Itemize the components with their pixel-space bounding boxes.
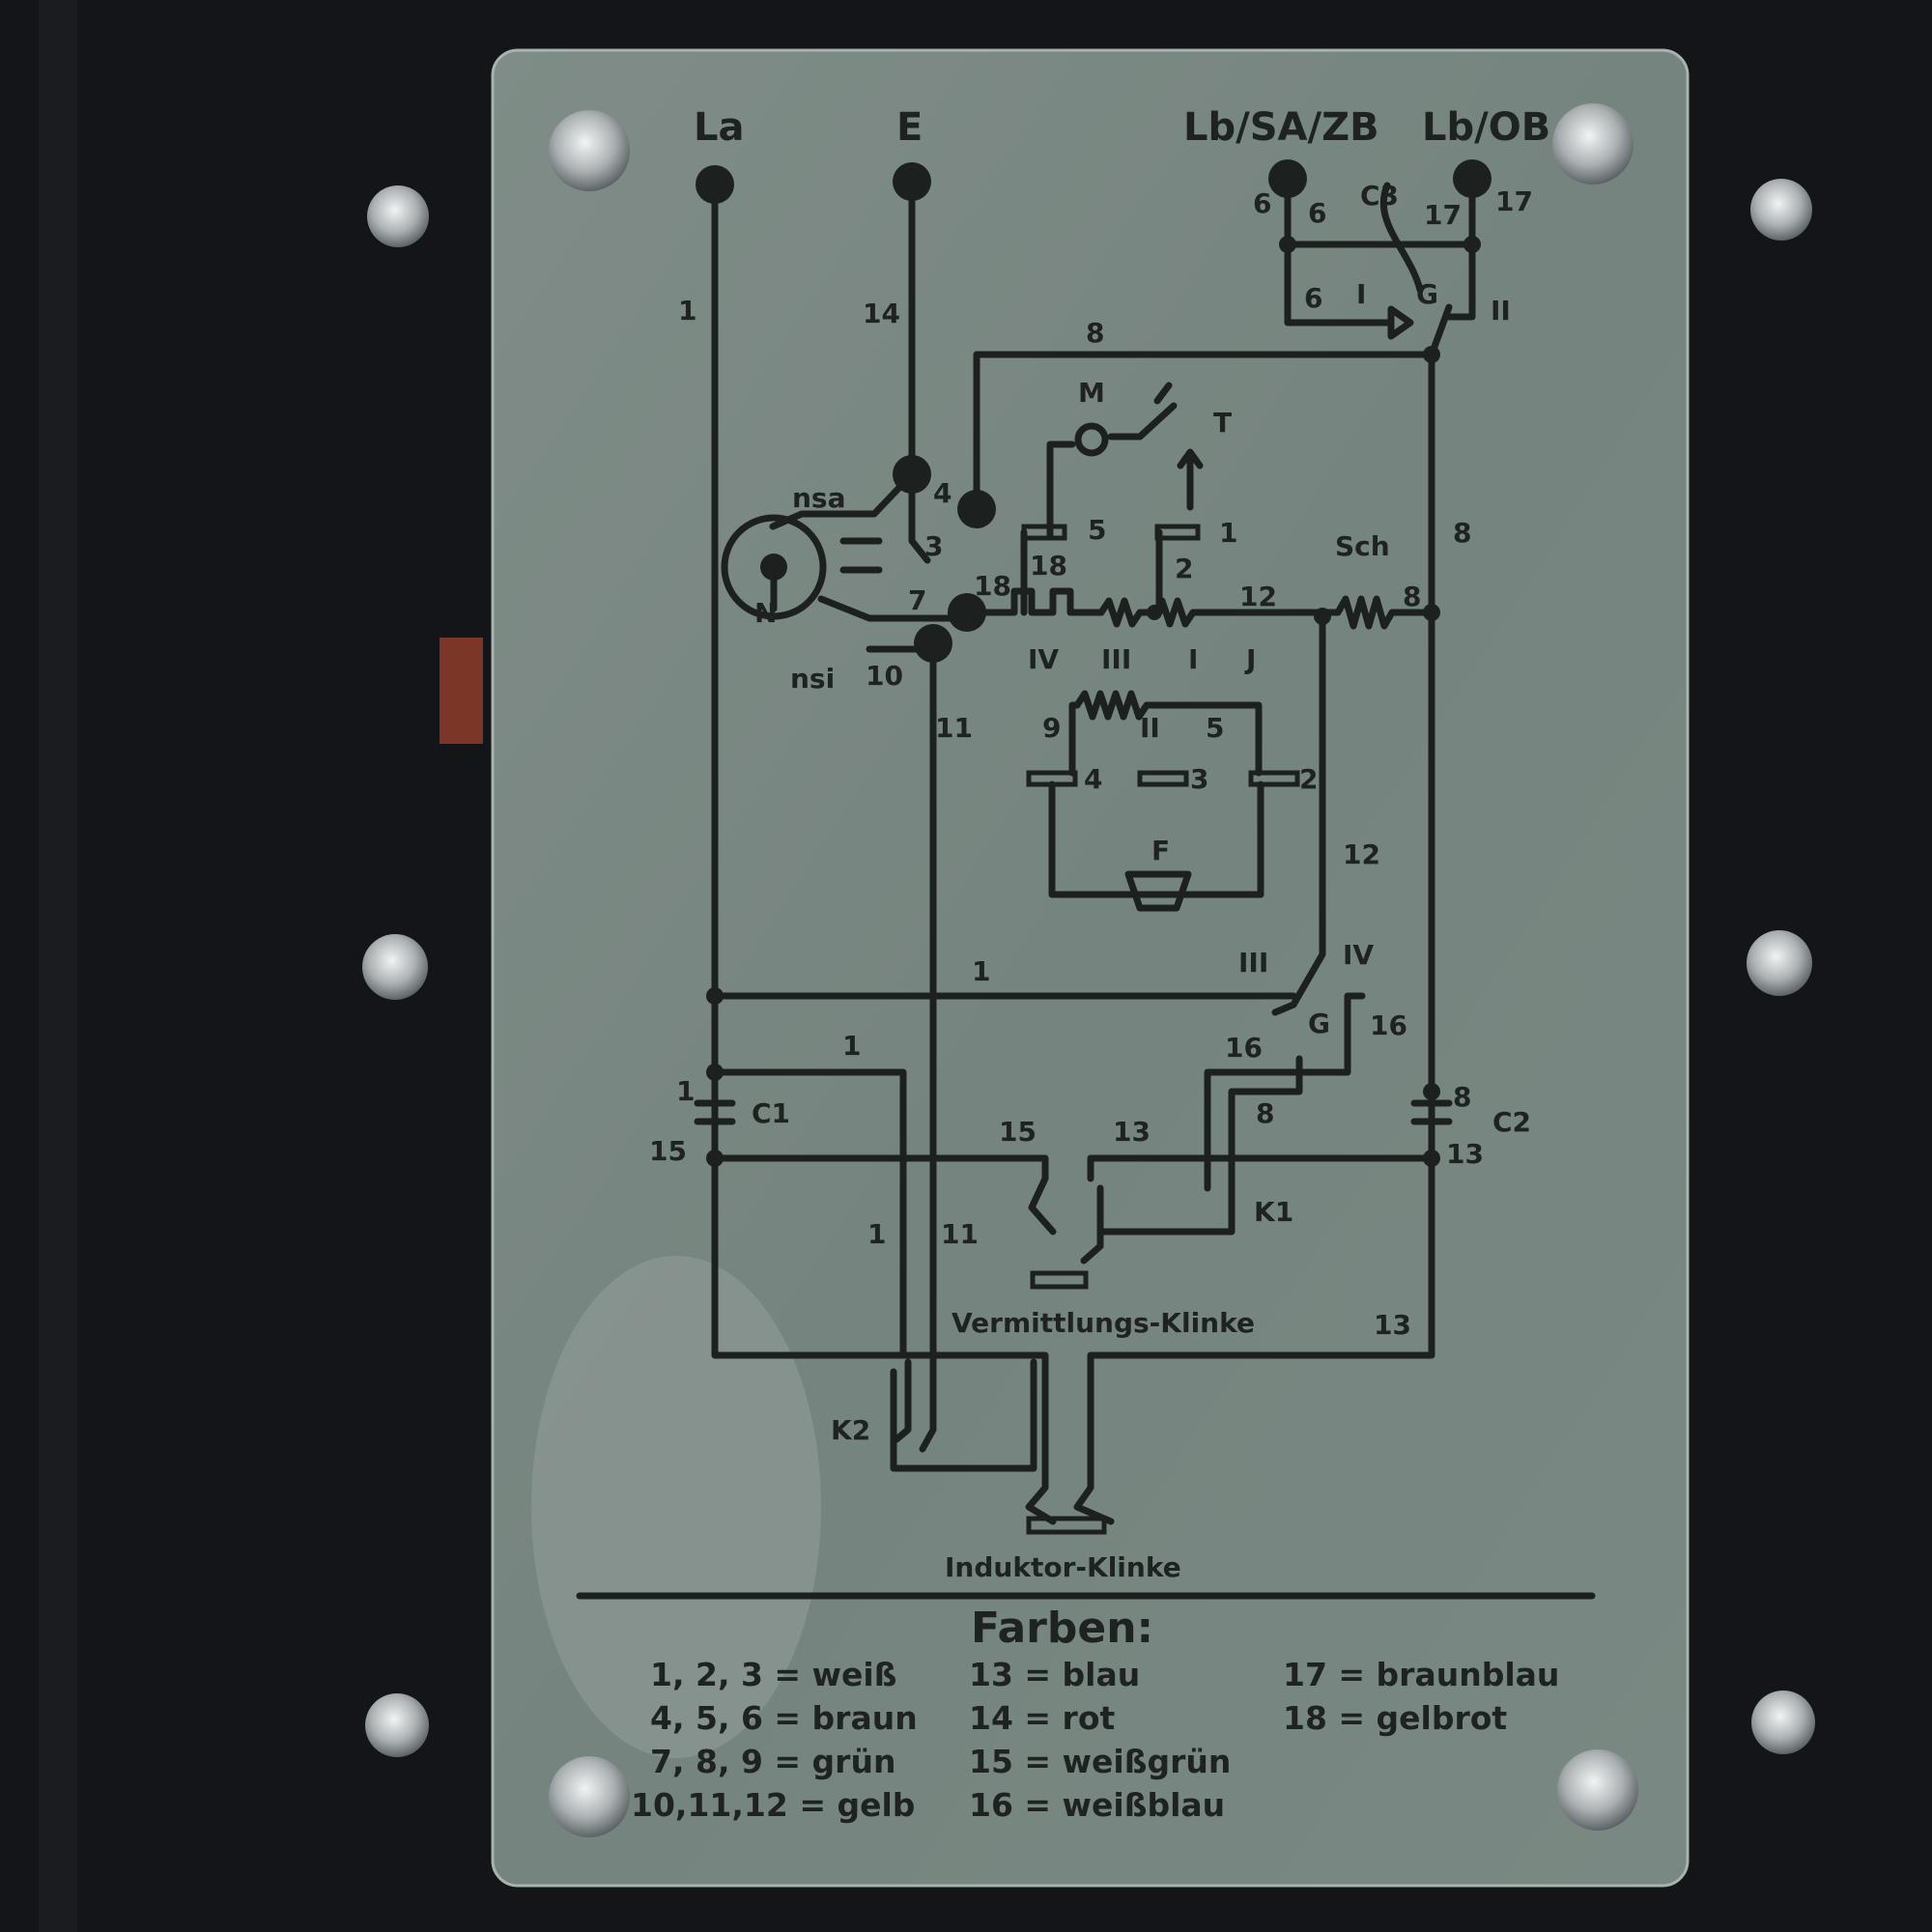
housing-rivets: [362, 179, 1815, 1757]
label: 17: [1424, 199, 1462, 231]
label-induktor-klinke: Induktor-Klinke: [945, 1551, 1181, 1583]
label: nsa: [792, 482, 846, 514]
label: 8: [1453, 517, 1471, 549]
terminal-screws: [696, 159, 1492, 1167]
color-legend: Farben: 1, 2, 3 = weiß 4, 5, 6 = braun 7…: [631, 1604, 1559, 1824]
label: 8: [1453, 1081, 1471, 1113]
legend-entry: 15 = weißgrün: [969, 1743, 1231, 1780]
label: 2: [1299, 763, 1318, 795]
label: 1: [972, 955, 990, 987]
label: N: [754, 597, 777, 629]
label-c2: C2: [1492, 1106, 1531, 1138]
label: II: [1140, 712, 1160, 744]
label: G: [1416, 278, 1438, 310]
plate-rivets: [549, 103, 1638, 1837]
label: IV: [1028, 643, 1059, 675]
legend-entry: 18 = gelbrot: [1283, 1699, 1507, 1737]
label: 5: [1206, 712, 1224, 744]
legend-entry: 4, 5, 6 = braun: [650, 1699, 918, 1737]
legend-entry: 16 = weißblau: [969, 1786, 1225, 1824]
label: 13: [1113, 1116, 1151, 1148]
label: IV: [1343, 939, 1374, 971]
label: 8: [1256, 1097, 1274, 1129]
label: 5: [1088, 514, 1106, 546]
label: 1: [678, 295, 696, 327]
label: 17: [1495, 185, 1533, 217]
label: 3: [924, 530, 943, 562]
diagram-labels: La E Lb/SA/ZB Lb/OB 6 6 C3 17 17 6 I G I…: [649, 105, 1550, 1583]
label: 8: [1086, 317, 1104, 349]
label: 8: [1403, 581, 1421, 612]
legend-entry: 13 = blau: [969, 1656, 1140, 1693]
label: Sch: [1335, 530, 1390, 562]
label: 3: [1190, 763, 1208, 795]
label: 7: [908, 584, 926, 616]
terminal-label-e: E: [896, 105, 923, 150]
label: 15: [649, 1135, 687, 1167]
label: 6: [1304, 282, 1322, 314]
label: G: [1308, 1008, 1330, 1039]
legend-entry: 7, 8, 9 = grün: [650, 1743, 895, 1780]
label: nsi: [790, 663, 835, 695]
label: 11: [935, 712, 973, 744]
label: 16: [1370, 1009, 1407, 1041]
label: 10: [866, 660, 903, 692]
label: III: [1238, 947, 1268, 979]
legend-entry: 17 = braunblau: [1283, 1656, 1559, 1693]
label: 1: [867, 1218, 886, 1250]
label: F: [1151, 835, 1170, 867]
legend-entry: 14 = rot: [969, 1699, 1115, 1737]
label: 1: [842, 1030, 861, 1062]
label: 6: [1308, 197, 1326, 229]
metal-plate: [491, 48, 1690, 1888]
label: J: [1244, 643, 1256, 675]
label-vermittlungs-klinke: Vermittlungs-Klinke: [952, 1307, 1255, 1339]
label: M: [1078, 377, 1105, 409]
label: 4: [933, 477, 952, 509]
label-c3: C3: [1360, 180, 1399, 212]
label-c1: C1: [752, 1097, 790, 1129]
label: 13: [1374, 1309, 1411, 1341]
label: II: [1491, 295, 1511, 327]
label: 18: [974, 570, 1011, 602]
label: I: [1188, 643, 1198, 675]
terminal-label-lb-ob: Lb/OB: [1422, 105, 1550, 150]
legend-entry: 10,11,12 = gelb: [631, 1786, 915, 1824]
label: 2: [1175, 553, 1193, 584]
label: 9: [1042, 712, 1061, 744]
paint-chip: [440, 638, 483, 744]
label: III: [1101, 643, 1131, 675]
label: 1: [1219, 517, 1237, 549]
terminal-label-lb-sa-zb: Lb/SA/ZB: [1183, 105, 1379, 150]
label: 16: [1225, 1032, 1263, 1064]
label: 14: [863, 298, 900, 329]
circuit-wires: [576, 175, 1596, 1600]
label: 4: [1084, 763, 1102, 795]
label-k1: K1: [1254, 1196, 1293, 1228]
label: T: [1213, 407, 1232, 439]
label: 1: [676, 1075, 695, 1107]
label: I: [1356, 278, 1366, 310]
label: 18: [1030, 550, 1067, 582]
label: 11: [941, 1218, 979, 1250]
legend-title: Farben:: [971, 1604, 1153, 1653]
terminal-label-la: La: [694, 105, 744, 150]
label: 12: [1239, 581, 1277, 612]
label: 6: [1253, 187, 1271, 219]
label: 15: [999, 1116, 1037, 1148]
legend-entry: 1, 2, 3 = weiß: [650, 1656, 896, 1693]
label: 12: [1343, 838, 1380, 870]
label: 13: [1446, 1138, 1484, 1170]
label-k2: K2: [831, 1414, 870, 1446]
